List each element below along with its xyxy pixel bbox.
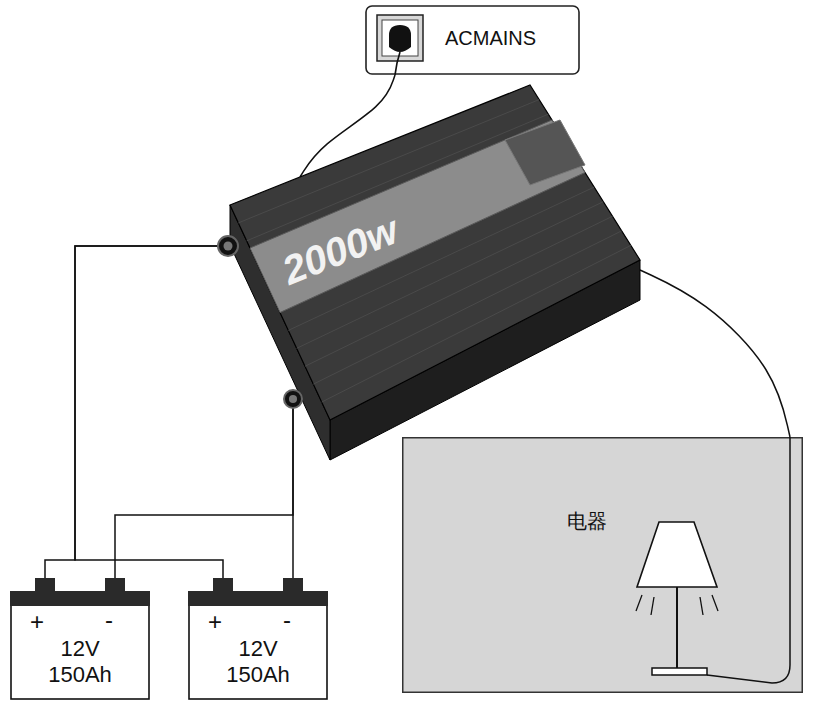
battery-post [283,578,303,593]
battery-post [105,578,125,593]
battery-lid [188,591,328,606]
appliance-label: 电器 [567,509,607,533]
terminal-sign: - [283,606,291,635]
lamp-cord [707,437,790,683]
wire [115,408,293,578]
plug-cord [395,52,400,75]
appliance-box-shape [402,437,803,693]
lamp-stem [676,587,678,669]
light-ray [712,595,718,611]
inverter-top-face [230,85,640,420]
appliance-frame [403,438,803,693]
battery: + -12V 150Ah [10,578,150,700]
battery-post [213,578,233,593]
outlet-label: ACMAINS [445,26,536,50]
appliance-box: 电器 [402,437,803,693]
dc-terminal [284,390,302,408]
battery-rating: 12V 150Ah [40,636,120,689]
plug-symbol [389,25,411,52]
terminal-nut [224,242,233,251]
dc-terminal [218,236,238,256]
light-ray [651,597,654,615]
terminal-sign: - [105,606,113,635]
battery-case [11,605,149,699]
inverter-body: 2000w [205,80,645,470]
battery-rating: 12V 150Ah [218,636,298,689]
outlet-frame [366,6,579,74]
wire [292,408,294,578]
light-ray [636,595,642,611]
socket-inner [382,20,418,56]
terminal-sign: + [208,608,222,637]
wire [45,246,218,578]
control-panel [505,120,585,185]
light-ray [700,597,703,615]
battery: + -12V 150Ah [188,578,328,700]
label-band [250,120,585,313]
inverter-body-shape [205,80,645,470]
battery-case [189,605,327,699]
lamp-base [652,668,707,675]
power-outlet-box: ACMAINS [365,5,580,75]
battery-lid [10,591,150,606]
lamp-shade [637,522,717,587]
battery-post [35,578,55,593]
terminal-nut [289,395,297,403]
terminal-sign: + [30,608,44,637]
wire [75,246,223,578]
wire [640,270,790,437]
